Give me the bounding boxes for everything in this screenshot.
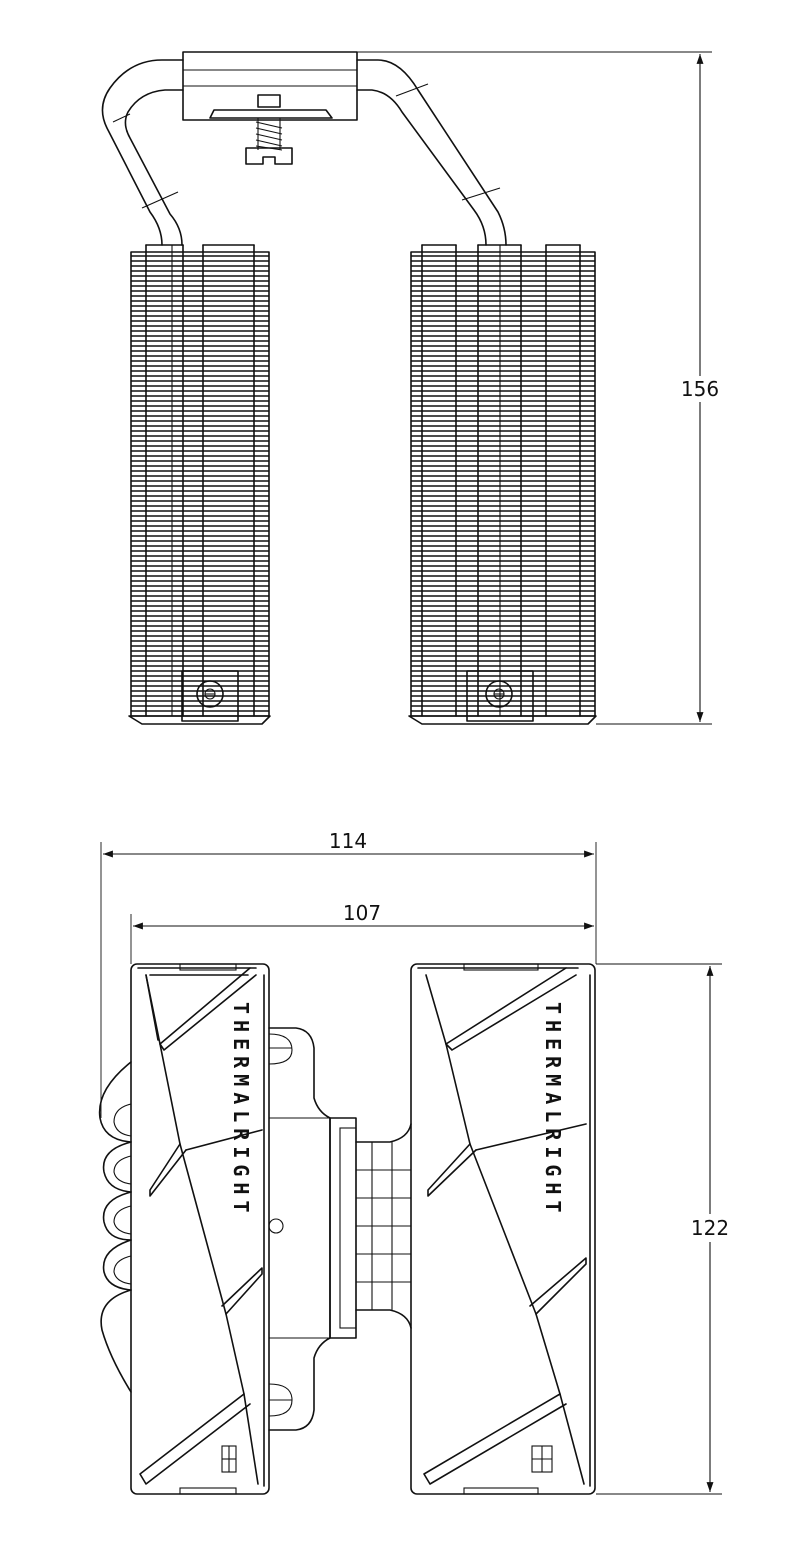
front-view: 156	[101, 51, 719, 725]
top-view: THERMALRIGHT THERMALRIGHT 114	[98, 829, 729, 1495]
fin-cover-left: THERMALRIGHT	[130, 963, 270, 1495]
overall-width-dimension-label: 114	[329, 829, 367, 853]
dimension-depth: 122	[596, 963, 729, 1495]
brand-text-left: THERMALRIGHT	[229, 1002, 253, 1219]
brand-text-right: THERMALRIGHT	[541, 1002, 565, 1219]
fin-stack-right	[408, 244, 597, 725]
dimension-height: 156	[357, 51, 719, 725]
mounting-block	[182, 51, 358, 121]
fin-stack-left	[128, 244, 271, 725]
central-mount-top	[268, 1027, 412, 1431]
heatpipes-front	[101, 59, 507, 246]
fin-cover-right: THERMALRIGHT	[410, 963, 596, 1495]
spring-screw	[245, 118, 293, 165]
dimension-overall-width: 114	[100, 829, 597, 1118]
dimension-fin-width: 107	[130, 901, 594, 964]
heatpipe-loops-top	[98, 1061, 132, 1393]
height-dimension-label: 156	[681, 377, 719, 401]
fin-width-dimension-label: 107	[343, 901, 381, 925]
depth-dimension-label: 122	[691, 1216, 729, 1240]
